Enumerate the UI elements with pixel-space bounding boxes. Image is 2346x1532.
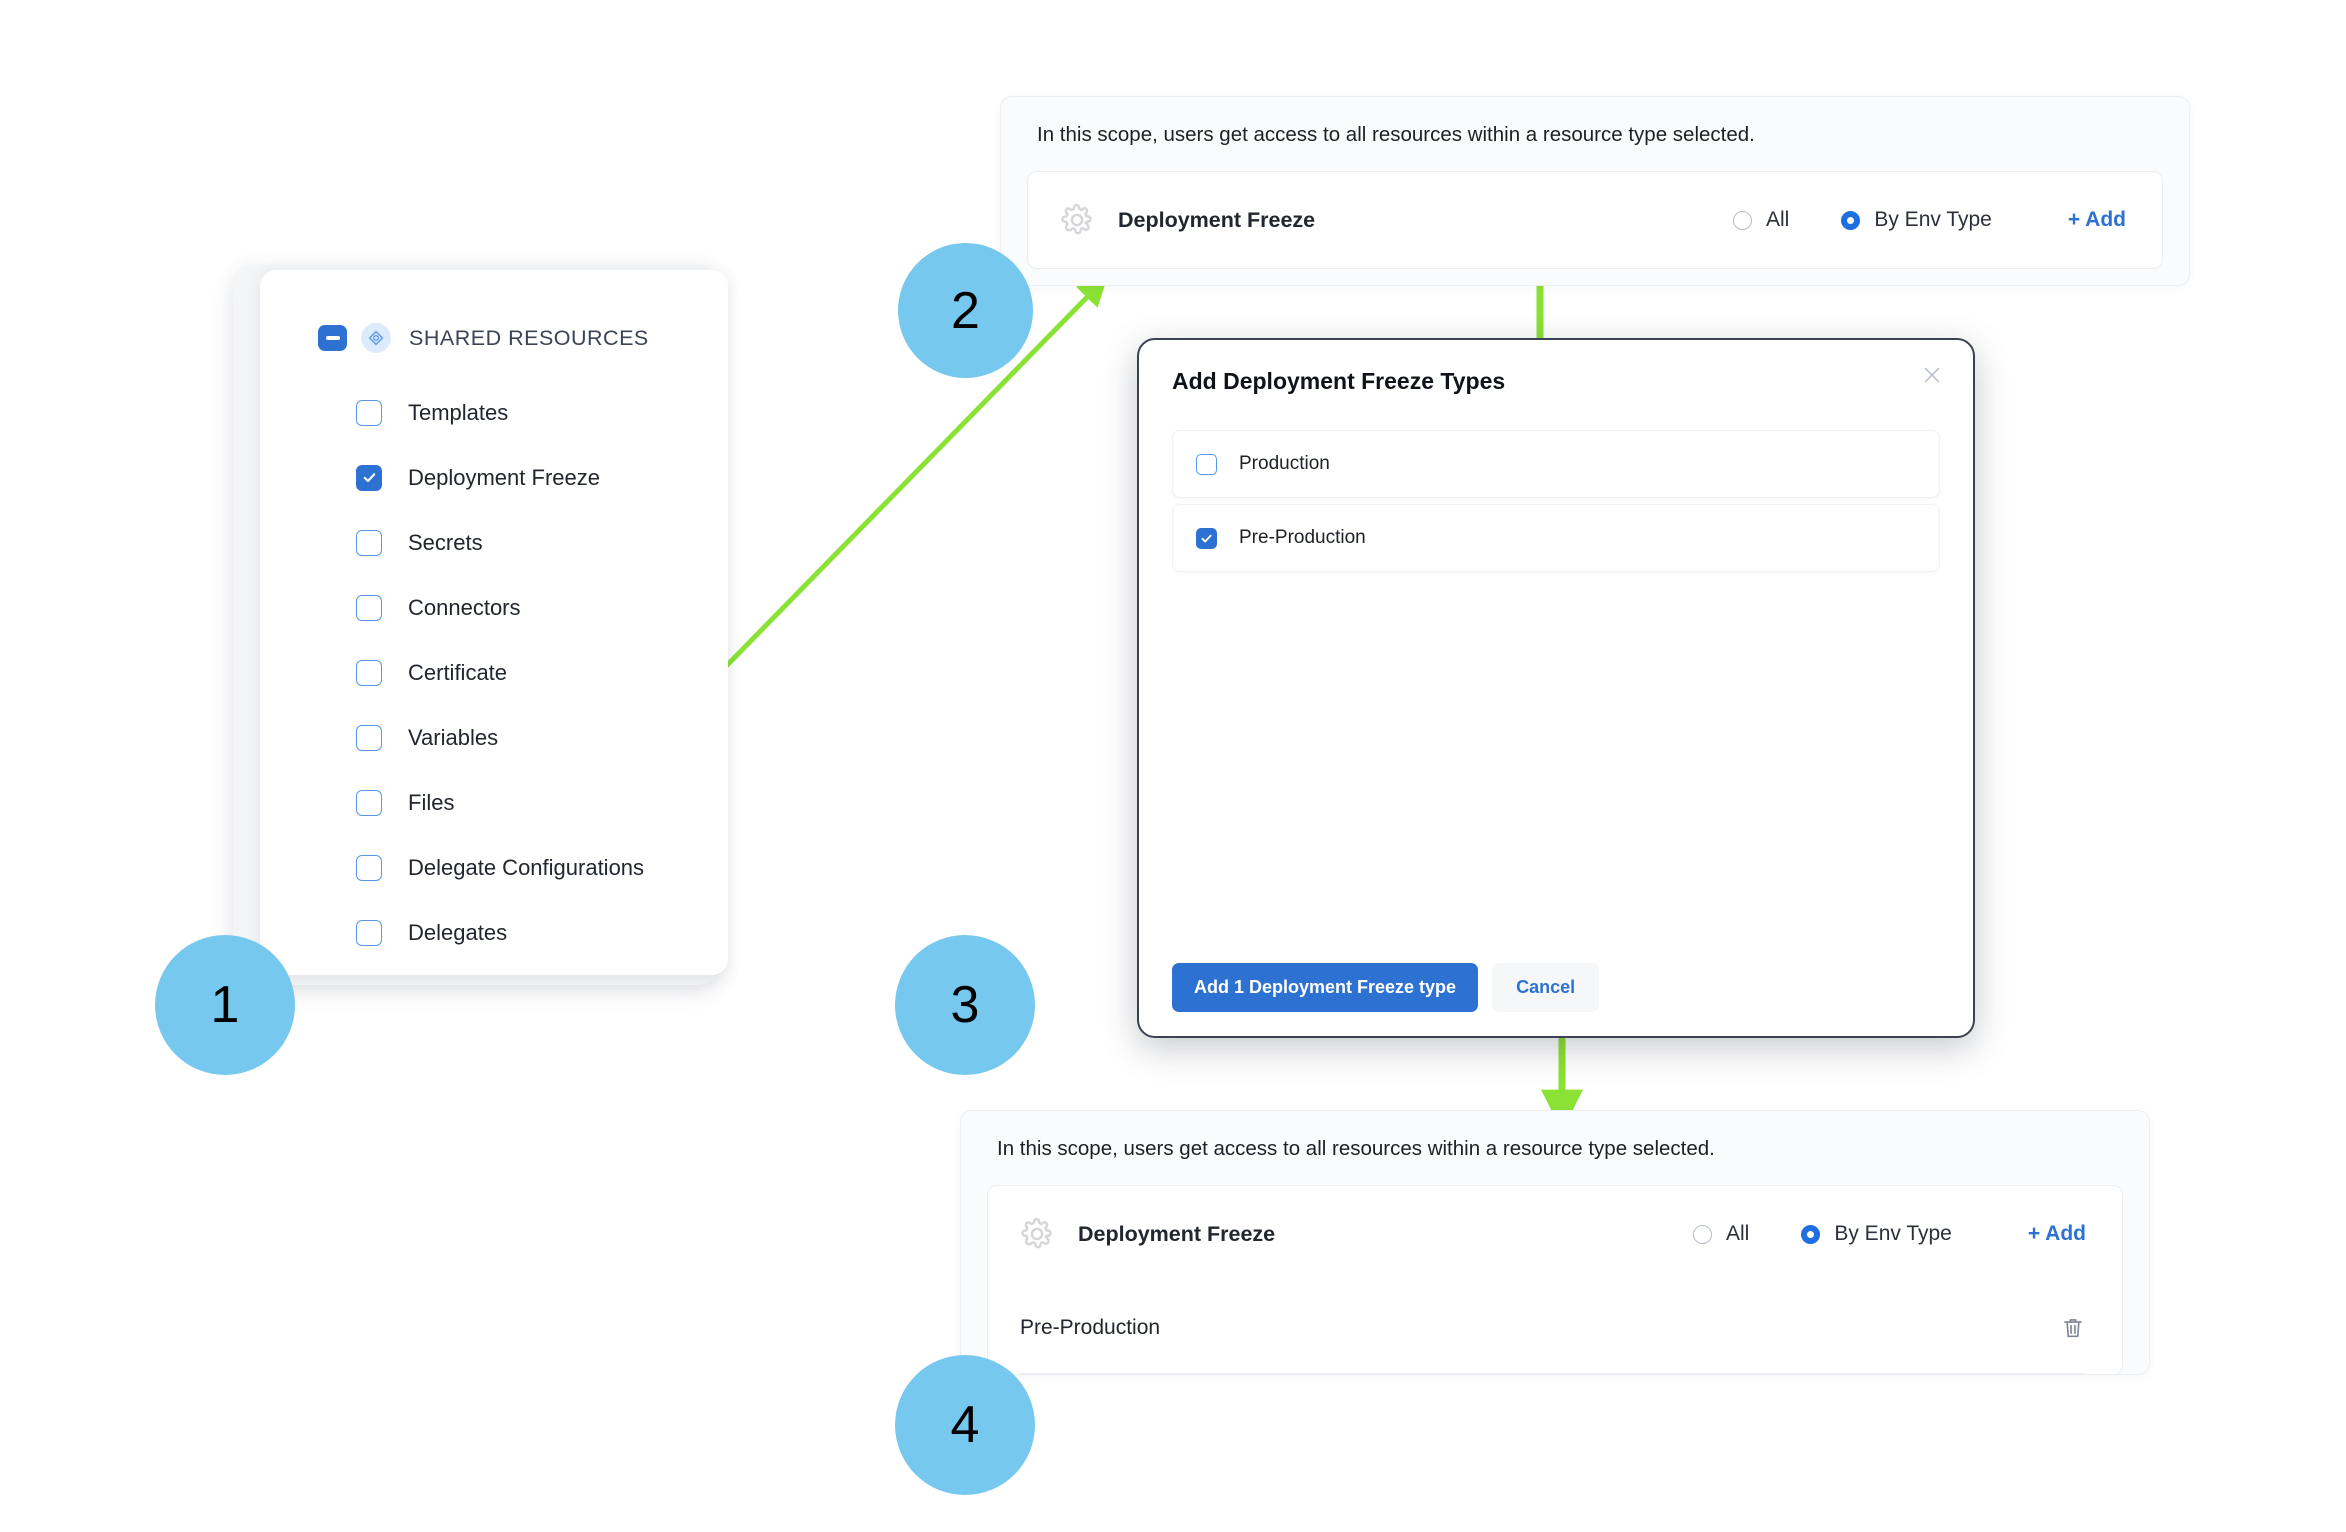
radio-by-env-type[interactable]: By Env Type bbox=[1841, 208, 1992, 232]
radio-all-label: All bbox=[1726, 1222, 1750, 1245]
list-item-label: Deployment Freeze bbox=[408, 464, 600, 490]
radio-by-env-type-label: By Env Type bbox=[1834, 1222, 1952, 1245]
selected-value-label: Pre-Production bbox=[1020, 1315, 1161, 1339]
add-deployment-freeze-types-dialog: Add Deployment Freeze Types Production P… bbox=[1137, 338, 1975, 1038]
checkbox-delegates[interactable] bbox=[356, 919, 382, 946]
selected-value-row: Pre-Production bbox=[1020, 1282, 2086, 1374]
step-marker-4: 4 bbox=[895, 1355, 1035, 1495]
shared-resources-card: SHARED RESOURCES Templates Deployment Fr… bbox=[260, 270, 728, 975]
list-item[interactable]: Delegate Configurations bbox=[356, 835, 728, 900]
step-number: 1 bbox=[210, 976, 240, 1034]
list-item[interactable]: Templates bbox=[356, 380, 728, 445]
radio-all[interactable]: All bbox=[1733, 208, 1789, 232]
checkbox-variables[interactable] bbox=[356, 724, 382, 751]
checkbox-production[interactable] bbox=[1196, 453, 1217, 475]
trash-icon[interactable] bbox=[2060, 1314, 2086, 1342]
scope-controls: All By Env Type + Add bbox=[1681, 208, 2126, 232]
list-item-label: Delegates bbox=[408, 919, 508, 945]
list-item-label: Variables bbox=[408, 724, 499, 750]
scope-note: In this scope, users get access to all r… bbox=[997, 1137, 1715, 1160]
list-item-label: Certificate bbox=[408, 659, 508, 685]
radio-all-button[interactable] bbox=[1693, 1224, 1712, 1244]
list-item[interactable]: Connectors bbox=[356, 575, 728, 640]
radio-by-env-type-label: By Env Type bbox=[1874, 208, 1992, 231]
step-number: 3 bbox=[950, 976, 980, 1034]
checkbox-connectors[interactable] bbox=[356, 594, 382, 621]
list-item[interactable]: Files bbox=[356, 770, 728, 835]
list-item[interactable]: Production bbox=[1172, 430, 1940, 498]
shared-resources-header[interactable]: SHARED RESOURCES bbox=[260, 318, 728, 358]
shared-resources-icon bbox=[361, 323, 391, 353]
step-marker-3: 3 bbox=[895, 935, 1035, 1075]
list-item-label: Pre-Production bbox=[1239, 527, 1366, 548]
gear-icon bbox=[1060, 203, 1094, 237]
radio-by-env-type-button[interactable] bbox=[1841, 210, 1861, 230]
resource-type-list: Templates Deployment Freeze Secrets Conn… bbox=[260, 380, 728, 965]
resource-scope-card: Deployment Freeze All By Env Type + Add bbox=[1027, 171, 2163, 269]
list-item-label: Files bbox=[408, 789, 455, 815]
radio-all-label: All bbox=[1766, 208, 1790, 231]
step-number: 4 bbox=[950, 1396, 980, 1454]
resource-name: Deployment Freeze bbox=[1078, 1221, 1276, 1246]
add-freeze-type-button[interactable]: Add 1 Deployment Freeze type bbox=[1172, 963, 1479, 1012]
list-item-label: Delegate Configurations bbox=[408, 854, 645, 880]
step-marker-2: 2 bbox=[898, 243, 1033, 378]
checkbox-deployment-freeze[interactable] bbox=[356, 464, 382, 491]
radio-by-env-type-button[interactable] bbox=[1801, 1224, 1821, 1244]
resource-name: Deployment Freeze bbox=[1118, 207, 1316, 232]
scope-panel-bottom: In this scope, users get access to all r… bbox=[960, 1110, 2150, 1375]
radio-by-env-type[interactable]: By Env Type bbox=[1801, 1222, 1952, 1246]
checkbox-pre-production[interactable] bbox=[1196, 527, 1217, 549]
step-number: 2 bbox=[951, 281, 980, 340]
checkbox-templates[interactable] bbox=[356, 399, 382, 426]
shared-resources-title: SHARED RESOURCES bbox=[409, 325, 649, 350]
add-button[interactable]: + Add bbox=[2027, 1222, 2086, 1245]
add-button[interactable]: + Add bbox=[2067, 208, 2126, 231]
minus-icon[interactable] bbox=[318, 325, 347, 351]
close-icon[interactable] bbox=[1915, 358, 1949, 392]
list-item[interactable]: Certificate bbox=[356, 640, 728, 705]
dialog-footer: Add 1 Deployment Freeze type Cancel bbox=[1172, 963, 1600, 1012]
list-item[interactable]: Delegates bbox=[356, 900, 728, 965]
checkbox-delegate-configurations[interactable] bbox=[356, 854, 382, 881]
dialog-title: Add Deployment Freeze Types bbox=[1172, 368, 1506, 394]
list-item-label: Production bbox=[1239, 453, 1330, 474]
checkbox-files[interactable] bbox=[356, 789, 382, 816]
cancel-button[interactable]: Cancel bbox=[1492, 963, 1600, 1012]
resource-scope-row: Deployment Freeze All By Env Type + Add bbox=[988, 1186, 2122, 1282]
radio-all-button[interactable] bbox=[1733, 210, 1752, 230]
scope-panel-top: In this scope, users get access to all r… bbox=[1000, 96, 2190, 286]
step-marker-1: 1 bbox=[155, 935, 295, 1075]
resource-scope-row: Deployment Freeze All By Env Type + Add bbox=[1028, 172, 2162, 268]
checkbox-certificate[interactable] bbox=[356, 659, 382, 686]
scope-controls: All By Env Type + Add bbox=[1641, 1222, 2086, 1246]
list-item[interactable]: Variables bbox=[356, 705, 728, 770]
list-item[interactable]: Secrets bbox=[356, 510, 728, 575]
list-item-label: Secrets bbox=[408, 529, 483, 555]
list-item[interactable]: Pre-Production bbox=[1172, 504, 1940, 572]
list-item[interactable]: Deployment Freeze bbox=[356, 445, 728, 510]
freeze-type-options: Production Pre-Production bbox=[1172, 430, 1940, 578]
scope-note: In this scope, users get access to all r… bbox=[1037, 123, 1755, 146]
gear-icon bbox=[1020, 1217, 1054, 1251]
list-item-label: Connectors bbox=[408, 594, 521, 620]
radio-all[interactable]: All bbox=[1693, 1222, 1749, 1246]
list-item-label: Templates bbox=[408, 399, 509, 425]
resource-scope-card: Deployment Freeze All By Env Type + Add … bbox=[987, 1185, 2123, 1375]
checkbox-secrets[interactable] bbox=[356, 529, 382, 556]
